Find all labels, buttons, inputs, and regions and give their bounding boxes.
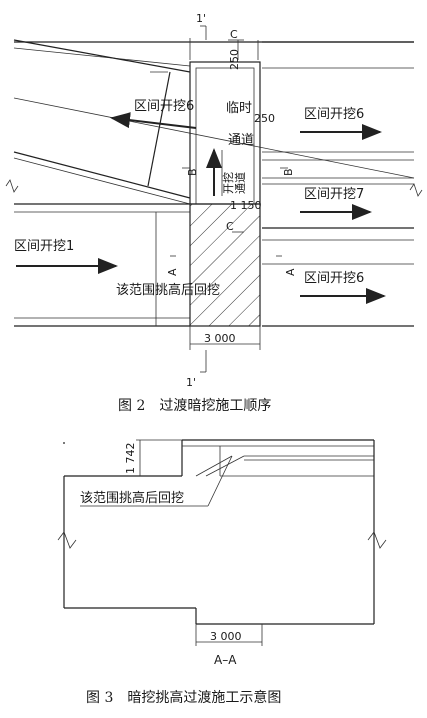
dim-250-top: 250 xyxy=(228,49,241,70)
break-mark-right xyxy=(409,183,423,197)
tunnel-center-line xyxy=(13,97,415,179)
section-mark-bottom: 1' xyxy=(186,376,196,389)
dim-3000-fig2: 3 000 xyxy=(204,332,236,345)
section-mark-top: 1' xyxy=(196,12,206,25)
label-a-right: A xyxy=(284,268,297,276)
temp-passage-label-2: 通道 xyxy=(228,133,254,148)
tunnel-slant-bottom xyxy=(13,151,191,199)
temp-passage-label-1: 临时 xyxy=(226,101,252,116)
figure-3: 1 742 该范围挑高后回挖 3 000 A–A 图 3 暗挖挑高过渡施工示意图 xyxy=(57,439,387,706)
tunnel-inner-line-upper xyxy=(13,47,191,67)
backfill-note-fig2: 该范围挑高后回挖 xyxy=(116,282,220,298)
dim-1742: 1 742 xyxy=(124,443,137,475)
excavate-vertical-label-1: 开挖 xyxy=(221,172,235,194)
tunnel-slant-top xyxy=(13,39,191,73)
label-a-left: A xyxy=(166,268,179,276)
zone-right-2-label: 区间开挖7 xyxy=(304,187,364,202)
label-b-right: B xyxy=(282,168,295,176)
backfill-note-fig3: 该范围挑高后回挖 xyxy=(80,490,184,506)
dim-250-mid: 250 xyxy=(254,112,275,125)
fig3-break-left xyxy=(57,531,77,549)
slant-divider xyxy=(147,71,171,187)
label-c-mid: C xyxy=(226,220,234,233)
excavate-vertical-label-2: 通道 xyxy=(233,172,247,194)
hatched-backfill-zone xyxy=(189,203,261,327)
zone-left-upper-label: 区间开挖6 xyxy=(134,99,194,114)
tunnel-slant-bottom-inner xyxy=(13,157,191,205)
section-label-aa: A–A xyxy=(214,653,237,667)
arrow-left-upper xyxy=(110,112,197,129)
label-b-left: B xyxy=(186,168,199,176)
fig3-diag-2 xyxy=(205,455,245,477)
fig3-diag-1 xyxy=(195,455,233,477)
dim-3000-fig3: 3 000 xyxy=(210,630,242,643)
fig3-note-leader xyxy=(207,455,233,507)
zone-left-lower-label: 区间开挖1 xyxy=(14,239,74,254)
break-mark-left xyxy=(5,179,19,193)
figure-2-caption: 图 2 过渡暗挖施工顺序 xyxy=(118,398,271,414)
figure-3-caption: 图 3 暗挖挑高过渡施工示意图 xyxy=(86,689,281,706)
zone-right-1-label: 区间开挖6 xyxy=(304,107,364,122)
fig3-break-right xyxy=(367,531,387,549)
zone-right-3-label: 区间开挖6 xyxy=(304,271,364,286)
dim-1150: 1 150 xyxy=(230,199,262,212)
figure-2: 1' C 250 临时 250 通道 开挖 通道 B B 1 150 C A A… xyxy=(5,12,423,414)
label-c-top: C xyxy=(230,28,238,41)
